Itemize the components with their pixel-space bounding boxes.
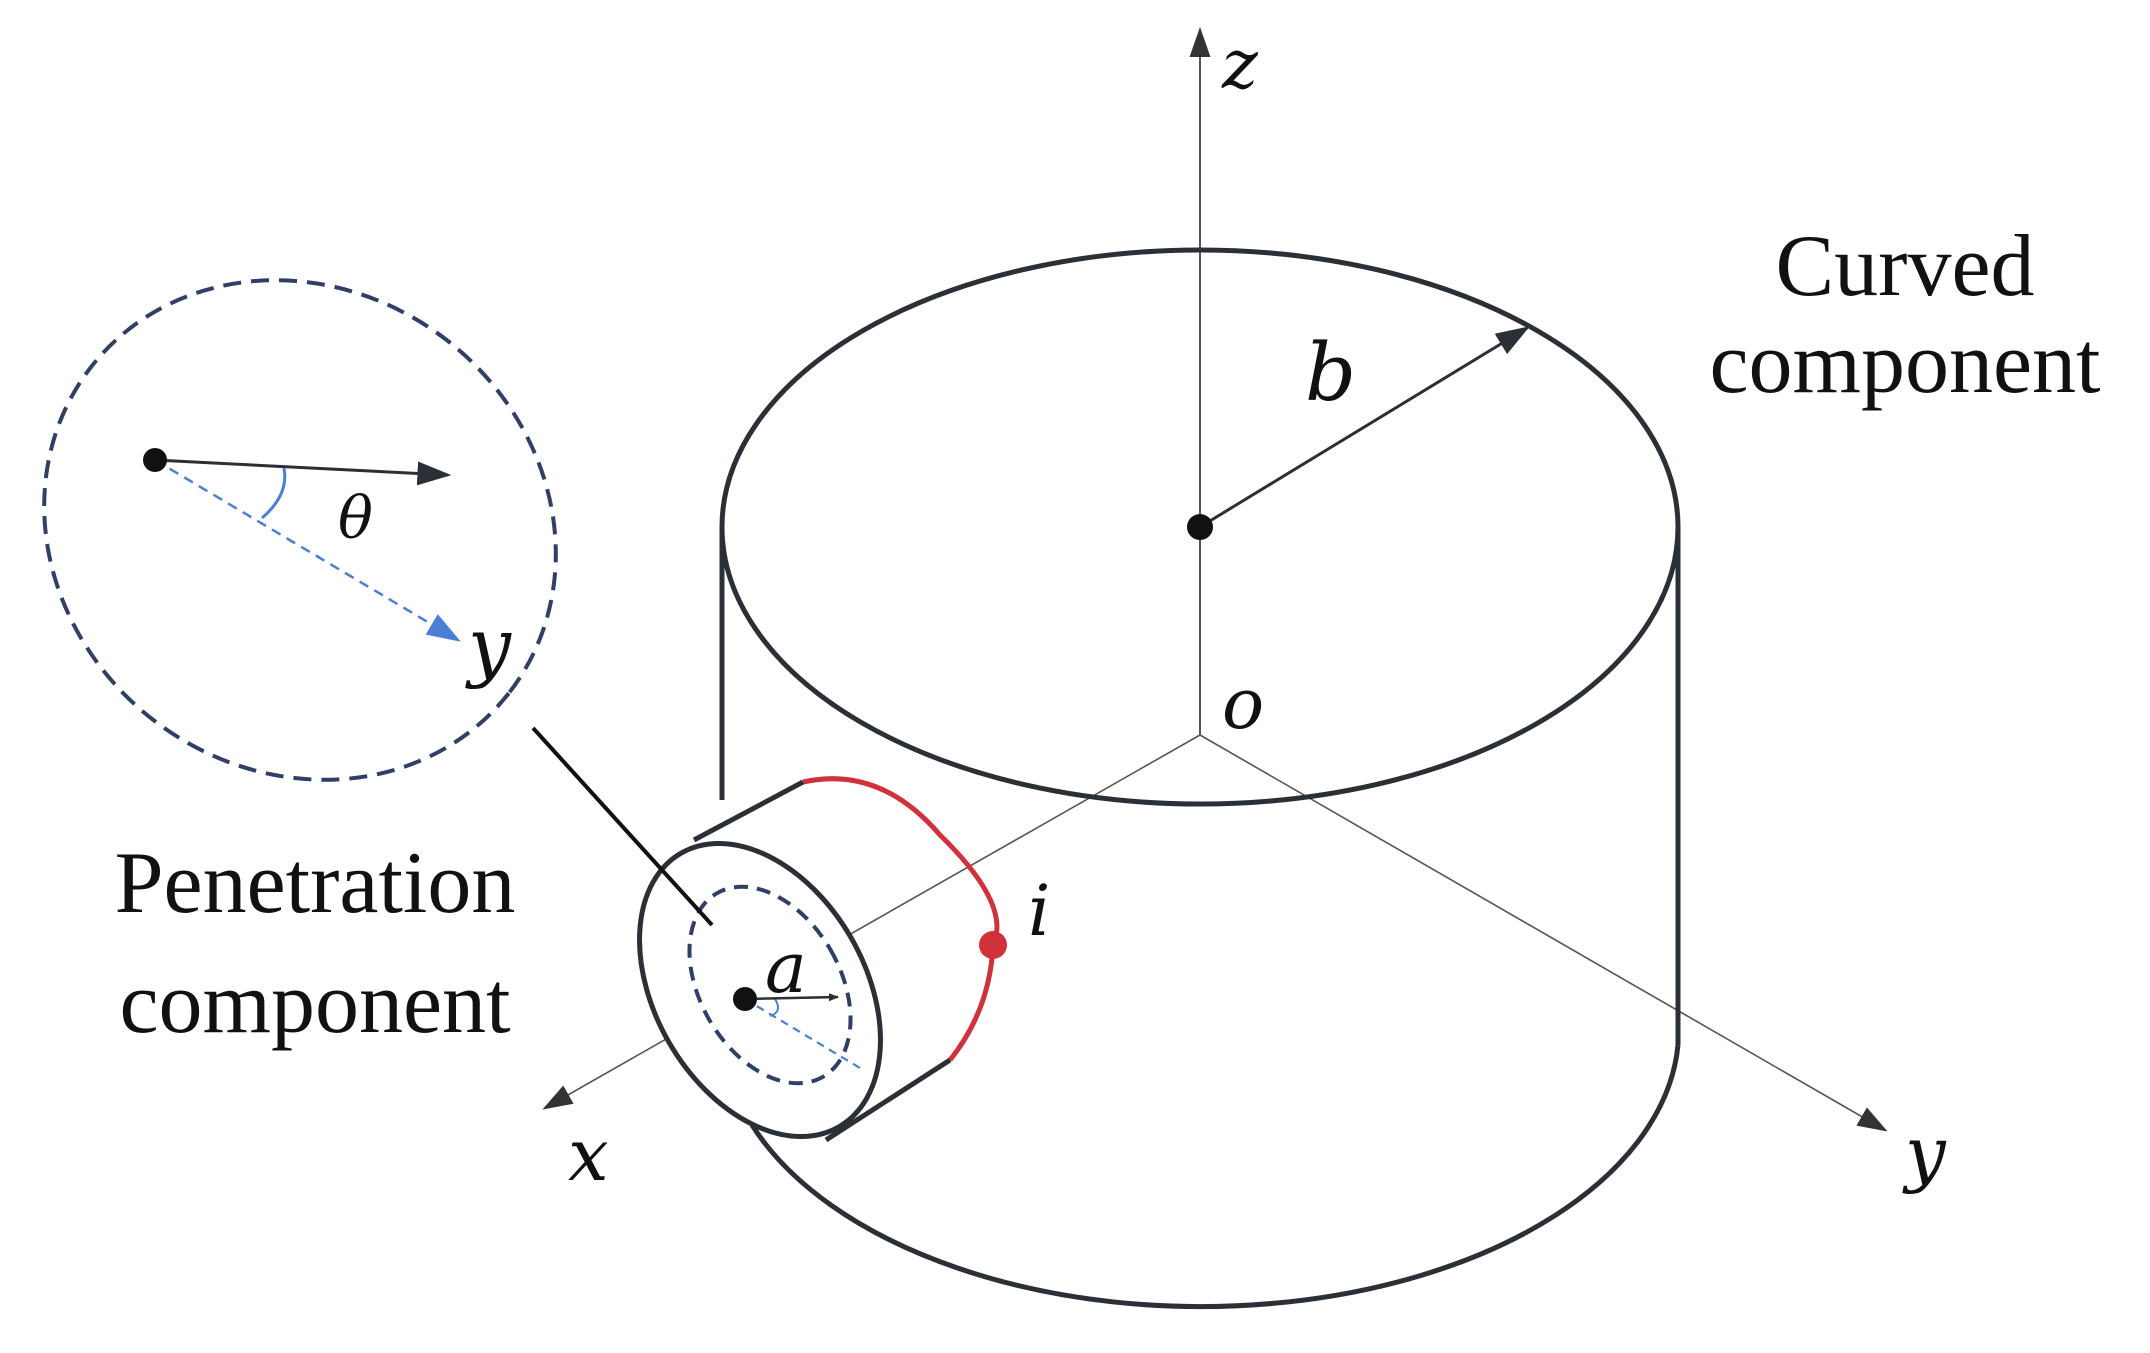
inset-center-dot	[143, 448, 167, 472]
radius-a-arrow	[744, 993, 839, 1002]
radius-b-label: b	[1305, 326, 1356, 419]
inset-reference-arrow	[154, 458, 452, 486]
inset-dashed-ellipse	[42, 278, 558, 782]
penetration-inner-hole	[687, 884, 853, 1086]
penetration-component-label-line2: component	[119, 955, 510, 1052]
curved-component-cylinder	[719, 247, 1681, 1310]
top-center-dot	[1187, 514, 1213, 540]
inset-y-dashed-arrow	[154, 458, 461, 642]
x-axis-label: x	[568, 1113, 609, 1197]
penetration-front-face	[637, 840, 883, 1140]
cylinder-bottom-arc	[749, 1044, 1681, 1310]
inset-angle-arc	[261, 467, 287, 520]
penetration-bottom-edge	[824, 1057, 952, 1143]
intersection-curve	[802, 776, 1000, 1062]
penetration-component-label-line1: Penetration	[115, 835, 516, 932]
penetration-top-edge	[692, 779, 805, 843]
curved-component-label-line1: Curved	[1775, 218, 2034, 315]
radius-b-arrow	[1199, 326, 1530, 529]
penetration-component	[637, 776, 1007, 1143]
angle-theta-label: θ	[338, 484, 373, 552]
radius-a-label: a	[765, 927, 807, 1009]
point-i-label: i	[1028, 870, 1050, 952]
y-axis-label: y	[1902, 1111, 1947, 1195]
z-axis-label: z	[1221, 26, 1259, 105]
inset-leader-line	[531, 726, 714, 927]
y-axis	[1199, 734, 1888, 1132]
inset-y-label: y	[465, 601, 512, 690]
penetration-angle-arc	[769, 998, 780, 1017]
curved-component-label-line2: component	[1709, 315, 2100, 412]
penetration-center-dot	[733, 987, 757, 1011]
point-i-dot	[979, 931, 1007, 959]
inset-detail	[42, 278, 714, 927]
origin-label: o	[1222, 663, 1264, 745]
